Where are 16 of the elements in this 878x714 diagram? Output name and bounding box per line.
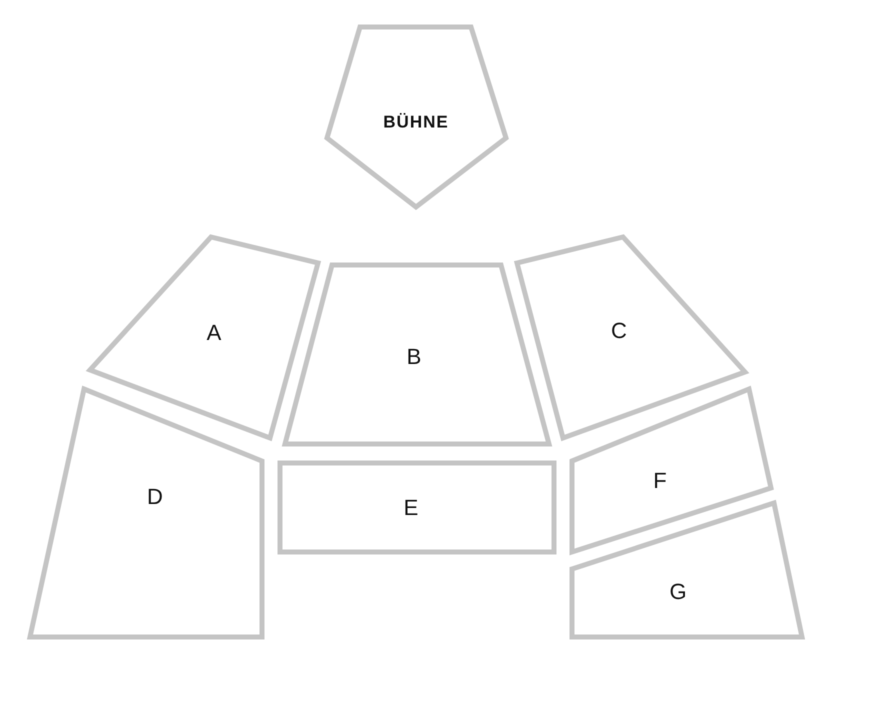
section-label: D <box>147 486 163 508</box>
seating-section <box>569 500 805 640</box>
seating-section <box>282 262 552 447</box>
section-label: E <box>404 497 418 519</box>
section-label: F <box>653 470 667 492</box>
seating-section <box>27 386 265 640</box>
seating-section <box>514 234 748 441</box>
seating-section <box>569 386 774 555</box>
stage-area <box>324 24 509 210</box>
seating-section <box>87 234 321 441</box>
section-label: B <box>406 346 422 368</box>
section-label: G <box>669 581 687 603</box>
stage-label: BÜHNE <box>383 114 449 130</box>
section-label: C <box>611 320 627 342</box>
section-label: A <box>206 322 222 344</box>
seating-section <box>277 460 557 555</box>
